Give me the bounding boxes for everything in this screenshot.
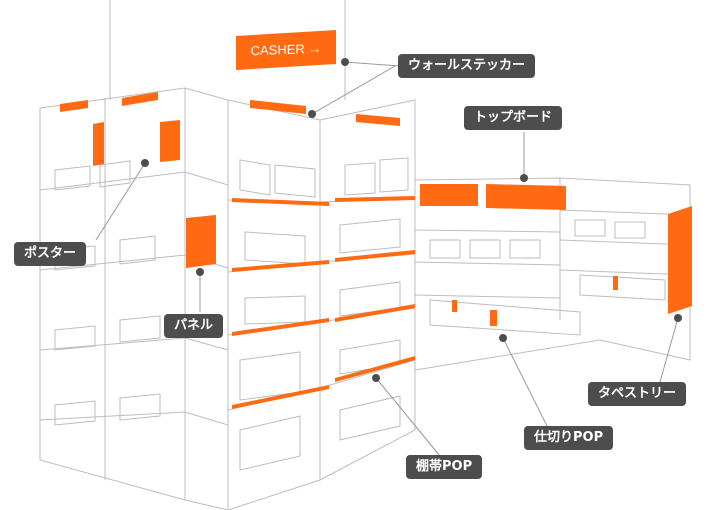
- tapestry: [668, 206, 692, 314]
- poster: [160, 120, 180, 162]
- callout-poster: ポスター: [14, 242, 86, 266]
- callout-top-board: トップボード: [464, 106, 562, 130]
- callout-wall-sticker: ウォールステッカー: [398, 54, 535, 78]
- divider-pop: [452, 276, 618, 326]
- panel: [186, 215, 216, 268]
- top-board-left: [420, 184, 478, 206]
- callout-tapestry: タペストリー: [588, 382, 686, 406]
- callout-divider-pop: 仕切りPOP: [524, 426, 613, 450]
- top-board: [486, 184, 566, 210]
- shelf-strip: [232, 196, 415, 206]
- casher-sign-text: CASHER →: [236, 32, 336, 67]
- callout-panel: パネル: [164, 314, 223, 338]
- poster-small: [93, 122, 104, 166]
- center-shelf: [228, 100, 415, 510]
- callout-shelf-pop: 棚帯POP: [406, 455, 482, 479]
